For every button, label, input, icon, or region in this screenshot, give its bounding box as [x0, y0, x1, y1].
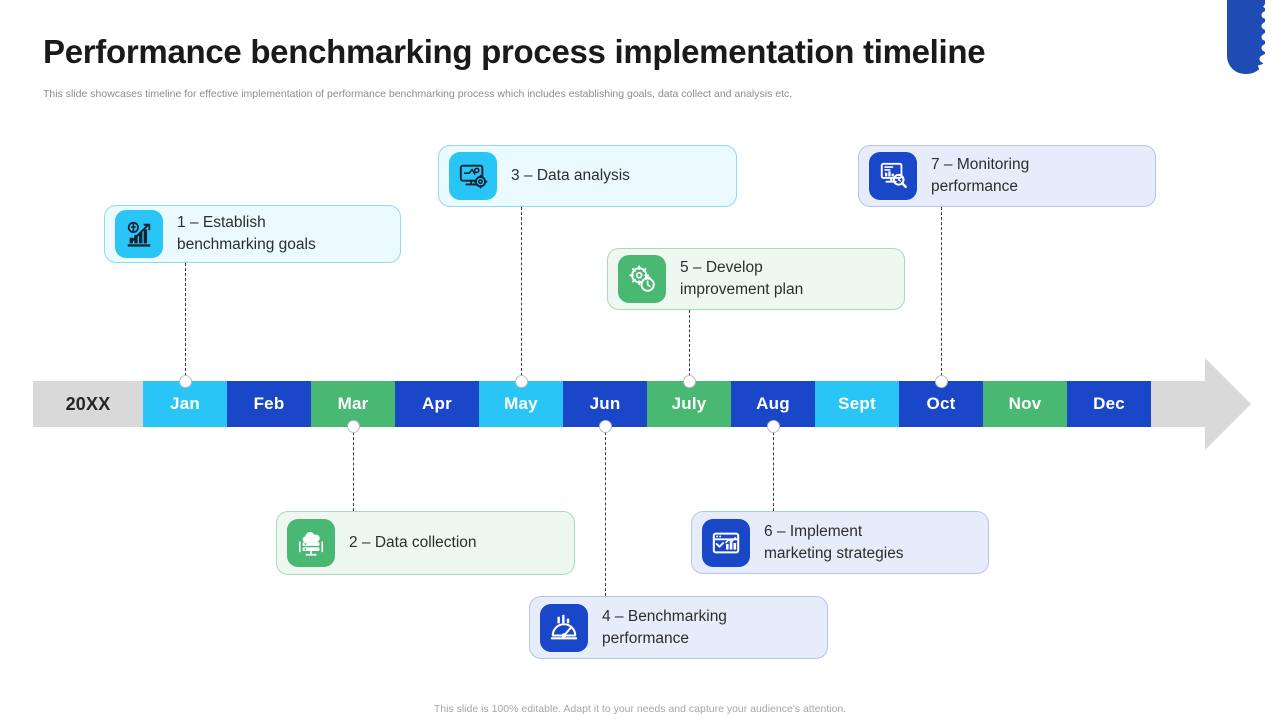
timeline-step-line1-3: 3 – Data analysis: [511, 167, 630, 184]
timeline-connector-7: [941, 207, 942, 381]
timeline-step-line2-5: improvement plan: [680, 281, 804, 298]
timeline-year-label: 20XX: [33, 381, 143, 427]
timeline-dot-mar: [346, 420, 360, 433]
timeline-dot-may: [514, 375, 528, 388]
timeline-step-line2-1: benchmarking goals: [177, 236, 316, 253]
timeline-dot-oct: [934, 375, 948, 388]
timeline-dot-july: [682, 375, 696, 388]
timeline-connector-3: [521, 207, 522, 381]
timeline-month-sept[interactable]: Sept: [815, 381, 899, 427]
timeline-month-oct[interactable]: Oct: [899, 381, 983, 427]
timeline-connector-4: [605, 427, 606, 596]
timeline-step-card-6[interactable]: 6 – Implement marketing strategies: [691, 511, 989, 574]
timeline-connector-2: [353, 427, 354, 511]
timeline-month-jan[interactable]: Jan: [143, 381, 227, 427]
presentation-chart-icon: [702, 518, 750, 567]
timeline-step-line1-1: 1 – Establish: [177, 214, 266, 231]
timeline-month-nov[interactable]: Nov: [983, 381, 1067, 427]
timeline-dot-jan: [178, 375, 192, 388]
timeline-step-label-6: 6 – Implement marketing strategies: [764, 521, 904, 565]
footer-note: This slide is 100% editable. Adapt it to…: [433, 703, 847, 715]
timeline-month-feb[interactable]: Feb: [227, 381, 311, 427]
timeline-connector-5: [689, 310, 690, 381]
goal-chart-icon: [115, 210, 163, 258]
server-cloud-icon: [287, 519, 335, 567]
timeline-step-line1-7: 7 – Monitoring: [931, 156, 1030, 173]
timeline-month-apr[interactable]: Apr: [395, 381, 479, 427]
timeline-arrow-head: [1143, 348, 1255, 460]
timeline-step-label-7: 7 – Monitoring performance: [931, 154, 1029, 198]
timeline-step-line1-6: 6 – Implement: [764, 522, 863, 540]
timeline-step-card-2[interactable]: 2 – Data collection: [276, 511, 575, 575]
timeline-step-card-3[interactable]: 3 – Data analysis: [438, 145, 737, 207]
timeline-connector-6: [773, 427, 774, 511]
brand-logo: [1205, 0, 1280, 80]
page-title: Performance benchmarking process impleme…: [43, 33, 986, 70]
timeline-step-line2-7: performance: [931, 178, 1019, 195]
timeline-step-label-1: 1 – Establish benchmarking goals: [177, 212, 316, 256]
page-subtitle: This slide showcases timeline for effect…: [43, 88, 793, 100]
timeline-connector-1: [185, 263, 186, 381]
report-search-icon: [869, 152, 917, 200]
timeline-step-line1-5: 5 – Develop: [680, 259, 763, 276]
timeline-step-card-4[interactable]: 4 – Benchmarking performance: [529, 596, 828, 659]
timeline-step-label-2: 2 – Data collection: [349, 532, 477, 554]
timeline-step-card-1[interactable]: 1 – Establish benchmarking goals: [104, 205, 401, 263]
timeline-dot-jun: [598, 420, 612, 433]
timeline-month-jun[interactable]: Jun: [563, 381, 647, 427]
gear-stopwatch-icon: [618, 255, 666, 303]
timeline-month-july[interactable]: July: [647, 381, 731, 427]
timeline-dot-aug: [766, 420, 780, 433]
timeline-month-aug[interactable]: Aug: [731, 381, 815, 427]
timeline-step-line2-4: performance: [602, 629, 690, 647]
timeline-step-line1-4: 4 – Benchmarking: [602, 607, 727, 625]
timeline-step-label-3: 3 – Data analysis: [511, 165, 630, 187]
timeline-month-may[interactable]: May: [479, 381, 563, 427]
timeline-step-line2-6: marketing strategies: [764, 544, 904, 562]
timeline-step-line1-2: 2 – Data collection: [349, 534, 477, 551]
timeline-step-label-5: 5 – Develop improvement plan: [680, 257, 803, 301]
timeline-step-label-4: 4 – Benchmarking performance: [602, 606, 727, 650]
timeline-step-card-7[interactable]: 7 – Monitoring performance: [858, 145, 1156, 207]
monitor-gear-icon: [449, 152, 497, 200]
timeline-month-dec[interactable]: Dec: [1067, 381, 1151, 427]
gauge-icon: [540, 603, 588, 652]
timeline-month-mar[interactable]: Mar: [311, 381, 395, 427]
timeline-step-card-5[interactable]: 5 – Develop improvement plan: [607, 248, 905, 310]
